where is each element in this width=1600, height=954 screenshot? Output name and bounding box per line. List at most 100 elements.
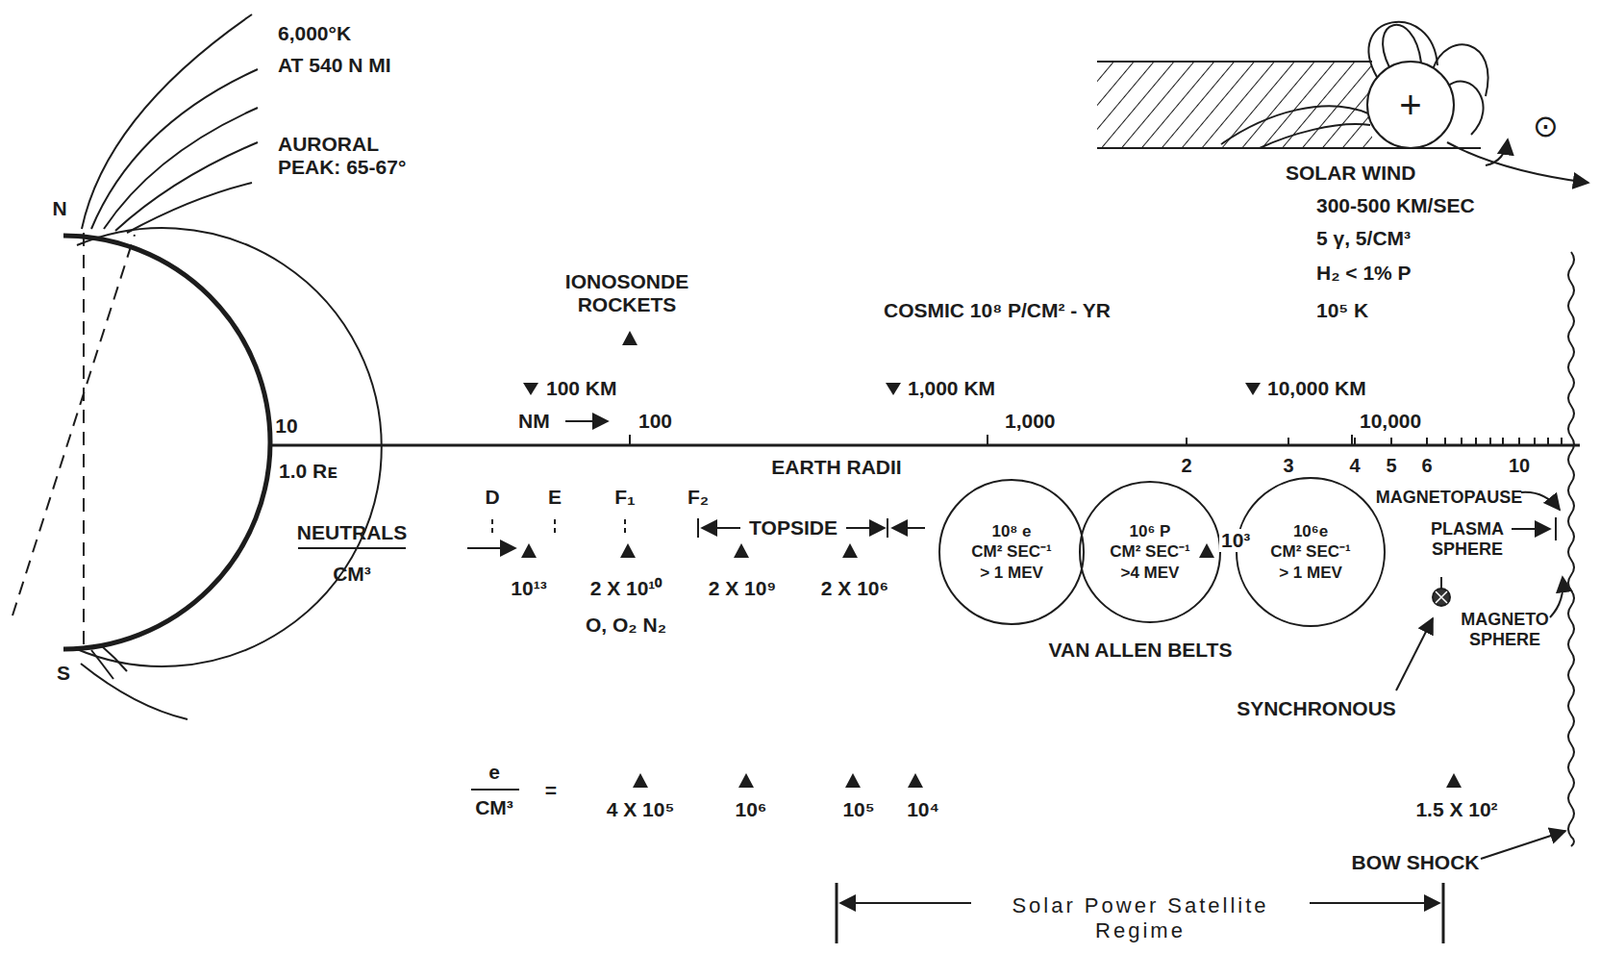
belt-flux-text: > 1 MEV <box>1278 562 1343 583</box>
belt-flux-text: CM² SEC⁻¹ <box>971 541 1051 562</box>
annotation-label: e <box>488 760 500 784</box>
field-line <box>103 107 258 229</box>
field-line <box>80 663 188 720</box>
bow-shock-leader <box>1480 830 1566 859</box>
up-triangle <box>842 543 858 558</box>
annotation-label: 5 <box>1385 454 1397 477</box>
belt-circle <box>1079 481 1221 623</box>
belt-flux-text: 10⁶e <box>1293 521 1328 542</box>
annotation-label: 2 X 10⁶ <box>821 576 889 600</box>
magnetosphere-leader <box>1550 576 1563 618</box>
annotation-label: TOPSIDE <box>749 516 838 540</box>
down-triangle <box>885 382 901 396</box>
annotation-label: 10,000 <box>1359 409 1422 433</box>
annotation-label: ⊙ <box>1532 110 1559 142</box>
down-triangle <box>1245 382 1261 396</box>
annotation-label: VAN ALLEN BELTS <box>1049 638 1233 662</box>
earth-outline <box>63 235 271 650</box>
annotation-label: 1,000 KM <box>907 376 996 400</box>
annotation-label: 10 <box>275 414 298 438</box>
annotation-label: 10⁵ <box>842 798 875 822</box>
annotation-label: N <box>51 197 67 221</box>
up-triangle <box>1199 543 1215 558</box>
annotation-label: F₂ <box>687 485 709 509</box>
up-triangle <box>733 543 750 558</box>
annotation-label: = <box>545 778 557 802</box>
annotation-label: AT 540 N MI <box>277 53 391 77</box>
down-triangle <box>523 382 539 396</box>
belt-flux-text: 10⁸ e <box>991 521 1031 542</box>
satellite-symbol <box>1432 588 1450 606</box>
belt-flux-text: CM² SEC⁻¹ <box>1270 541 1350 562</box>
annotation-label: 10⁵ K <box>1316 299 1369 323</box>
annotation-label: CM³ <box>332 562 372 586</box>
tail-boundary <box>1097 147 1481 150</box>
up-triangle <box>1446 773 1462 788</box>
annotation-label: D <box>484 485 500 509</box>
annotation-label: 1,000 <box>1004 409 1056 433</box>
up-triangle <box>907 773 924 788</box>
topside-bar <box>886 518 889 538</box>
up-triangle <box>521 543 537 558</box>
belt-flux-text: > 1 MEV <box>979 562 1044 583</box>
annotation-label: Solar Power Satellite Regime <box>971 893 1310 945</box>
annotation-label: CM³ <box>475 796 514 820</box>
annotation-label: 10,000 KM <box>1267 376 1367 400</box>
fraction-line <box>298 547 406 550</box>
annotation-label: COSMIC 10⁸ P/CM² - YR <box>883 299 1111 323</box>
up-triangle <box>738 773 754 788</box>
plasmapause-bar <box>1554 517 1557 541</box>
annotation-label: 10¹³ <box>510 576 547 600</box>
annotation-label: NEUTRALS <box>297 521 407 545</box>
regime-bar <box>1442 882 1446 944</box>
magnetopause-leader <box>1521 492 1560 510</box>
belt-flux-text: CM² SEC⁻¹ <box>1109 541 1190 562</box>
deflection-arrow <box>1485 139 1508 166</box>
up-triangle <box>622 330 638 346</box>
annotation-label: EARTH RADII <box>771 455 901 479</box>
annotation-label: PLASMA SPHERE <box>1414 519 1521 559</box>
annotation-label: NM <box>518 409 550 433</box>
field-line <box>1259 124 1371 149</box>
annotation-label: MAGNETOPAUSE <box>1375 487 1523 508</box>
up-triangle <box>632 773 649 788</box>
belt-flux-text: 10⁶ P <box>1129 521 1172 542</box>
belt-circle <box>939 479 1084 625</box>
annotation-label: 1.5 X 10² <box>1415 798 1498 822</box>
annotation-label: 3 <box>1282 454 1294 477</box>
topside-bar <box>697 518 700 538</box>
field-line <box>101 646 127 672</box>
synchronous-arrow <box>1396 618 1433 691</box>
annotation-label: 10 <box>1508 454 1530 477</box>
solar-wind-arrow <box>1447 142 1589 183</box>
nm-arrow <box>565 420 608 423</box>
radiation-belt: 10⁶ PCM² SEC⁻¹>4 MEV <box>1078 480 1222 624</box>
satellite-cross <box>1435 591 1448 603</box>
annotation-label: 10⁶ <box>734 798 767 822</box>
topside-arrow <box>846 526 885 529</box>
radiation-belt: 10⁶eCM² SEC⁻¹> 1 MEV <box>1235 476 1386 627</box>
annotation-label: 4 <box>1349 454 1360 477</box>
plasma-shell <box>76 227 382 667</box>
topside-arrow <box>701 526 741 529</box>
annotation-label: H₂ < 1% P <box>1316 261 1412 285</box>
annotation-label: 2 X 10¹⁰ <box>590 576 663 600</box>
earth-inset <box>1367 61 1454 149</box>
annotation-label: 2 X 10⁹ <box>708 576 777 600</box>
annotation-label: 100 KM <box>546 376 618 400</box>
altitude-markers <box>521 330 1462 788</box>
regime-bar <box>835 882 839 944</box>
annotation-label: 2 <box>1180 454 1192 477</box>
annotation-label: 10⁴ <box>906 798 940 822</box>
annotation-label: AURORAL PEAK: 65-67° <box>277 132 423 179</box>
neutrals-arrow <box>467 547 516 550</box>
field-line <box>126 182 252 233</box>
up-triangle <box>845 773 861 788</box>
fraction-line <box>471 788 520 791</box>
annotation-label: IONOSONDE ROCKETS <box>554 270 700 317</box>
bow-shock-line <box>1568 251 1575 847</box>
annotation-label: E <box>548 485 562 509</box>
annotation-label: SOLAR WIND <box>1285 161 1416 185</box>
annotation-label: 4 X 10⁵ <box>606 798 675 822</box>
annotation-label: 6 <box>1421 454 1432 477</box>
